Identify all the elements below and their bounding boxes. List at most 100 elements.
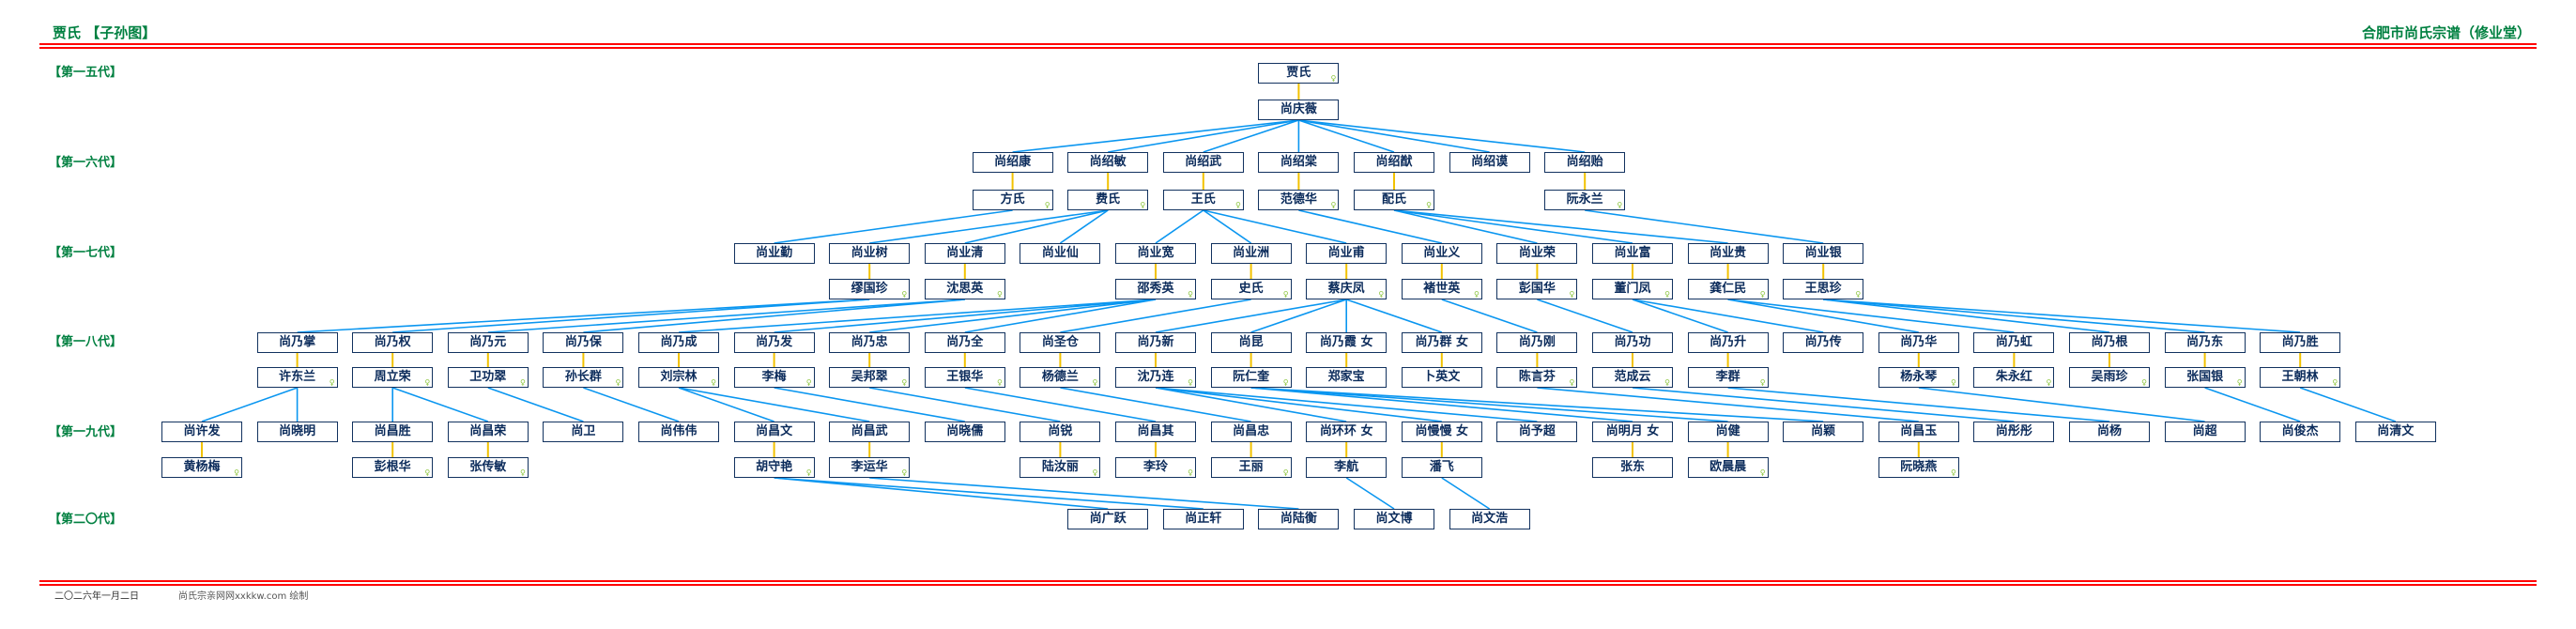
spouse-box[interactable]: 黄杨梅♀ bbox=[161, 457, 242, 478]
person-box[interactable]: 尚乃华 bbox=[1878, 332, 1959, 353]
spouse-box[interactable]: 范德华♀ bbox=[1258, 190, 1340, 210]
person-box[interactable]: 尚颖 bbox=[1783, 422, 1864, 442]
person-box[interactable]: 尚业树 bbox=[829, 243, 911, 264]
spouse-box[interactable]: 许东兰♀ bbox=[256, 367, 338, 388]
person-box[interactable]: 尚健 bbox=[1687, 422, 1769, 442]
person-box[interactable]: 尚乃功 bbox=[1592, 332, 1673, 353]
person-box[interactable]: 尚业义 bbox=[1401, 243, 1482, 264]
person-box[interactable]: 尚乃全 bbox=[924, 332, 1005, 353]
person-box[interactable]: 尚业银 bbox=[1783, 243, 1864, 264]
person-box[interactable]: 尚业洲 bbox=[1210, 243, 1292, 264]
person-box[interactable]: 尚业宽 bbox=[1115, 243, 1196, 264]
spouse-box[interactable]: 王银华♀ bbox=[924, 367, 1005, 388]
person-box[interactable]: 尚乃霞 女 bbox=[1306, 332, 1388, 353]
spouse-box[interactable]: 范成云♀ bbox=[1592, 367, 1673, 388]
person-box[interactable]: 尚昌荣 bbox=[447, 422, 529, 442]
spouse-box[interactable]: 王氏♀ bbox=[1162, 190, 1244, 210]
person-box[interactable]: 尚广跃 bbox=[1067, 509, 1149, 529]
person-box[interactable]: 尚清文 bbox=[2354, 422, 2436, 442]
person-box[interactable]: 尚昌玉 bbox=[1878, 422, 1959, 442]
person-box[interactable]: 尚乃保 bbox=[543, 332, 624, 353]
spouse-box[interactable]: 陆汝丽♀ bbox=[1020, 457, 1101, 478]
person-box[interactable]: 尚乃虹 bbox=[1973, 332, 2055, 353]
person-box[interactable]: 尚卫 bbox=[543, 422, 624, 442]
spouse-box[interactable]: 郑家宝 bbox=[1306, 367, 1388, 388]
spouse-box[interactable]: 李玲♀ bbox=[1115, 457, 1196, 478]
person-box[interactable]: 尚昌文 bbox=[733, 422, 815, 442]
spouse-box[interactable]: 张国银♀ bbox=[2164, 367, 2246, 388]
person-box[interactable]: 尚慢慢 女 bbox=[1401, 422, 1482, 442]
spouse-box[interactable]: 配氏♀ bbox=[1354, 190, 1434, 210]
spouse-box[interactable]: 张传敏♀ bbox=[447, 457, 529, 478]
person-box[interactable]: 尚文浩 bbox=[1449, 509, 1530, 529]
person-box[interactable]: 尚乃传 bbox=[1783, 332, 1864, 353]
spouse-box[interactable]: 李航 bbox=[1306, 457, 1388, 478]
person-box[interactable]: 尚超 bbox=[2164, 422, 2246, 442]
spouse-box[interactable]: 沈乃连♀ bbox=[1115, 367, 1196, 388]
person-box[interactable]: 尚昆 bbox=[1210, 332, 1292, 353]
spouse-box[interactable]: 张东 bbox=[1592, 457, 1673, 478]
person-box[interactable]: 尚杨 bbox=[2069, 422, 2150, 442]
person-box[interactable]: 尚昌忠 bbox=[1210, 422, 1292, 442]
person-box[interactable]: 尚昌胜 bbox=[352, 422, 434, 442]
person-box[interactable]: 尚乃发 bbox=[733, 332, 815, 353]
spouse-box[interactable]: 刘宗林♀ bbox=[638, 367, 719, 388]
person-box[interactable]: 尚乃东 bbox=[2164, 332, 2246, 353]
spouse-box[interactable]: 吴邦翠♀ bbox=[829, 367, 911, 388]
person-box[interactable]: 尚乃新 bbox=[1115, 332, 1196, 353]
spouse-box[interactable]: 尚庆薇 bbox=[1258, 100, 1340, 120]
spouse-box[interactable]: 蔡庆凤♀ bbox=[1306, 279, 1388, 299]
person-box[interactable]: 尚环环 女 bbox=[1306, 422, 1388, 442]
person-box[interactable]: 尚锐 bbox=[1020, 422, 1101, 442]
spouse-box[interactable]: 董门凤♀ bbox=[1592, 279, 1673, 299]
person-box[interactable]: 尚乃忠 bbox=[829, 332, 911, 353]
spouse-box[interactable]: 阮晓燕♀ bbox=[1878, 457, 1959, 478]
spouse-box[interactable]: 杨德兰♀ bbox=[1020, 367, 1101, 388]
spouse-box[interactable]: 李梅♀ bbox=[733, 367, 815, 388]
spouse-box[interactable]: 欧晨晨♀ bbox=[1687, 457, 1769, 478]
spouse-box[interactable]: 孙长群♀ bbox=[543, 367, 624, 388]
person-box[interactable]: 尚昌其 bbox=[1115, 422, 1196, 442]
person-box[interactable]: 尚陆衡 bbox=[1258, 509, 1340, 529]
spouse-box[interactable]: 胡守艳♀ bbox=[733, 457, 815, 478]
person-box[interactable]: 尚绍康 bbox=[972, 152, 1053, 173]
person-box[interactable]: 尚乃升 bbox=[1687, 332, 1769, 353]
person-box[interactable]: 尚业勤 bbox=[733, 243, 815, 264]
spouse-box[interactable]: 王丽♀ bbox=[1210, 457, 1292, 478]
person-box[interactable]: 尚晓儒 bbox=[924, 422, 1005, 442]
person-box[interactable]: 尚乃刚 bbox=[1496, 332, 1578, 353]
person-box[interactable]: 尚乃胜 bbox=[2260, 332, 2341, 353]
person-box[interactable]: 尚业富 bbox=[1592, 243, 1673, 264]
spouse-box[interactable]: 彭根华♀ bbox=[352, 457, 434, 478]
spouse-box[interactable]: 陈言芬♀ bbox=[1496, 367, 1578, 388]
spouse-box[interactable]: 杨永琴♀ bbox=[1878, 367, 1959, 388]
spouse-box[interactable]: 史氏♀ bbox=[1210, 279, 1292, 299]
person-box[interactable]: 尚绍棠 bbox=[1258, 152, 1340, 173]
person-box[interactable]: 尚业清 bbox=[924, 243, 1005, 264]
person-box[interactable]: 贾氏♀ bbox=[1258, 63, 1340, 84]
spouse-box[interactable]: 龚仁民♀ bbox=[1687, 279, 1769, 299]
person-box[interactable]: 尚业荣 bbox=[1496, 243, 1578, 264]
person-box[interactable]: 尚业仙 bbox=[1020, 243, 1101, 264]
spouse-box[interactable]: 沈思英♀ bbox=[924, 279, 1005, 299]
spouse-box[interactable]: 缪国珍♀ bbox=[829, 279, 911, 299]
person-box[interactable]: 尚业贵 bbox=[1687, 243, 1769, 264]
spouse-box[interactable]: 彭国华♀ bbox=[1496, 279, 1578, 299]
person-box[interactable]: 尚绍贻 bbox=[1544, 152, 1626, 173]
spouse-box[interactable]: 周立荣♀ bbox=[352, 367, 434, 388]
spouse-box[interactable]: 李运华♀ bbox=[829, 457, 911, 478]
spouse-box[interactable]: 朱永红♀ bbox=[1973, 367, 2055, 388]
person-box[interactable]: 尚正轩 bbox=[1162, 509, 1244, 529]
spouse-box[interactable]: 阮永兰♀ bbox=[1544, 190, 1626, 210]
person-box[interactable]: 尚晓明 bbox=[256, 422, 338, 442]
person-box[interactable]: 尚业甫 bbox=[1306, 243, 1388, 264]
person-box[interactable]: 尚昌武 bbox=[829, 422, 911, 442]
person-box[interactable]: 尚绍武 bbox=[1162, 152, 1244, 173]
spouse-box[interactable]: 褚世英♀ bbox=[1401, 279, 1482, 299]
spouse-box[interactable]: 邵秀英♀ bbox=[1115, 279, 1196, 299]
person-box[interactable]: 尚乃权 bbox=[352, 332, 434, 353]
spouse-box[interactable]: 潘飞 bbox=[1401, 457, 1482, 478]
person-box[interactable]: 尚绍敏 bbox=[1067, 152, 1149, 173]
spouse-box[interactable]: 阮仁奎♀ bbox=[1210, 367, 1292, 388]
spouse-box[interactable]: 王思珍♀ bbox=[1783, 279, 1864, 299]
